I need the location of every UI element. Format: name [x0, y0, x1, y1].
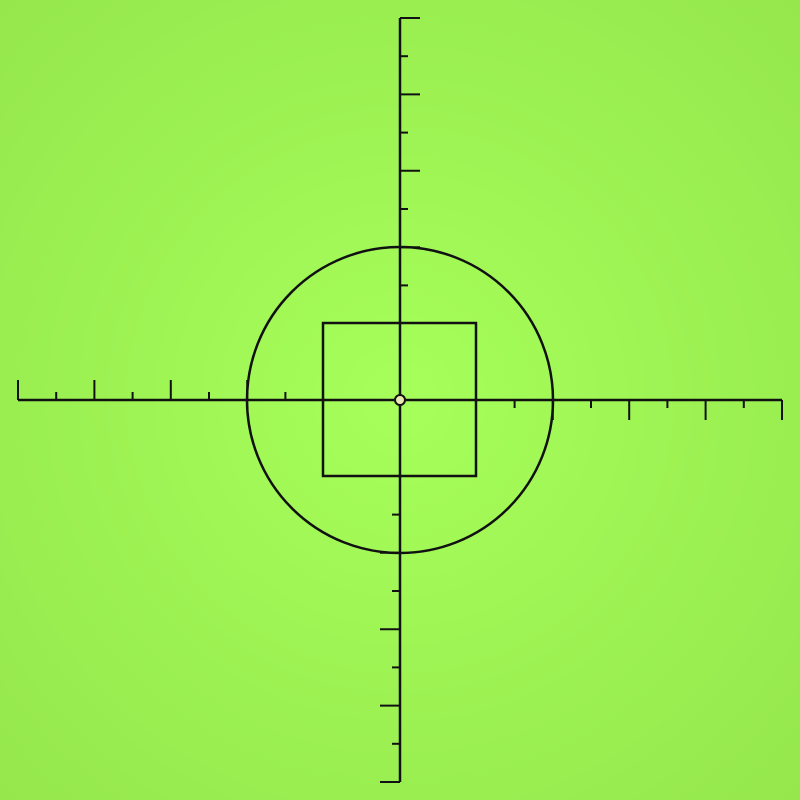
center-dot	[394, 394, 406, 406]
reticle-circle	[245, 245, 555, 555]
reticle-square	[321, 321, 478, 478]
